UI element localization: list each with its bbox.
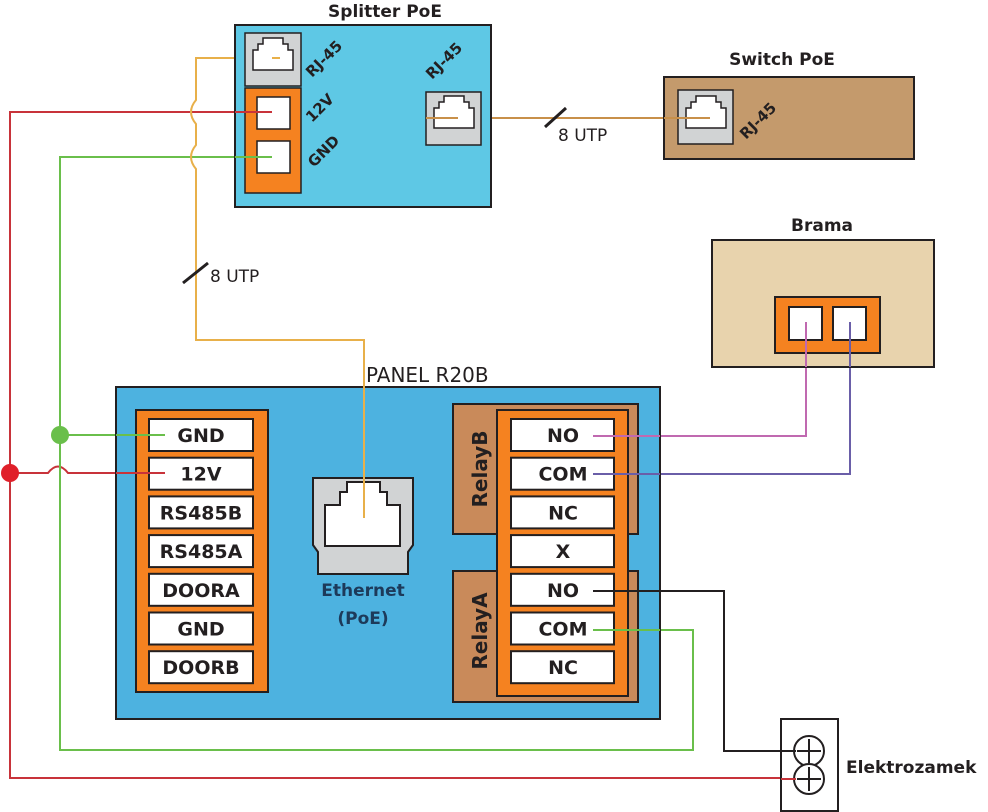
right-terminal-label: COM	[538, 464, 587, 486]
gnd-junction-node	[51, 426, 69, 444]
lock-title: Elektrozamek	[846, 758, 977, 778]
utp-label-vertical: 8 UTP	[210, 267, 259, 287]
left-terminal	[148, 534, 254, 569]
cable-marker-horizontal: 8 UTP	[543, 106, 607, 146]
wire-relay-b-com	[593, 322, 851, 475]
left-terminal-label: GND	[177, 425, 224, 447]
wire-12v-main	[9, 111, 812, 779]
splitter-poe: Splitter PoE RJ-45 12V GND RJ-45	[234, 2, 492, 208]
12v-junction-node	[1, 464, 19, 482]
left-terminal-label: RS485A	[160, 541, 243, 563]
right-terminal-label: NO	[547, 425, 579, 447]
ethernet-poe-label: (PoE)	[337, 609, 388, 629]
relay-a-label: RelayA	[468, 592, 492, 670]
panel-title: PANEL R20B	[366, 363, 489, 387]
left-terminals: GND 12V RS485B RS485A DOORA GND DOORB	[148, 418, 254, 685]
brama-gate: Brama	[711, 216, 935, 368]
wire-12v-panel	[10, 465, 162, 474]
screw-terminal-icon	[793, 735, 825, 767]
wire-gnd-main	[59, 156, 694, 751]
left-terminal	[148, 572, 254, 607]
right-terminal-label: X	[556, 541, 571, 563]
right-terminal-label: NC	[548, 657, 578, 679]
left-terminal-label: DOORB	[162, 657, 239, 679]
panel-r20b: PANEL R20B GND 12V RS485B RS485A DOORA GND DOO…	[115, 363, 661, 720]
switch-poe: Switch PoE RJ-45	[663, 50, 915, 160]
elektrozamek-lock: Elektrozamek	[780, 718, 977, 812]
left-terminal-label: 12V	[180, 464, 221, 486]
switch-title: Switch PoE	[729, 50, 835, 70]
right-terminal-label: NC	[548, 502, 578, 524]
right-terminals: NO COM NC X NO COM NC	[510, 418, 615, 685]
relay-b-label: RelayB	[468, 431, 492, 508]
right-terminal	[510, 572, 615, 607]
right-terminal-label: NO	[547, 580, 579, 602]
left-terminal-label: DOORA	[162, 580, 240, 602]
left-terminal	[148, 650, 254, 685]
utp-label-horizontal: 8 UTP	[558, 126, 607, 146]
brama-title: Brama	[791, 216, 853, 236]
right-terminal	[510, 495, 615, 530]
right-terminal-label: COM	[538, 619, 587, 641]
left-terminal	[148, 611, 254, 646]
screw-terminal-icon	[793, 763, 825, 795]
left-terminal	[148, 456, 254, 491]
wire-utp-panel	[190, 57, 365, 518]
left-terminal	[148, 418, 254, 452]
right-terminal	[510, 611, 615, 646]
rj45-jack-icon	[244, 32, 302, 87]
ethernet-jack-icon	[312, 477, 414, 575]
right-terminal	[510, 534, 615, 569]
ethernet-label: Ethernet	[321, 581, 405, 601]
splitter-title: Splitter PoE	[328, 2, 442, 22]
left-terminal-label: RS485B	[160, 502, 242, 524]
left-terminal	[148, 495, 254, 530]
left-terminal-label: GND	[177, 619, 224, 641]
cable-marker-vertical: 8 UTP	[182, 261, 259, 287]
right-terminal	[510, 650, 615, 685]
